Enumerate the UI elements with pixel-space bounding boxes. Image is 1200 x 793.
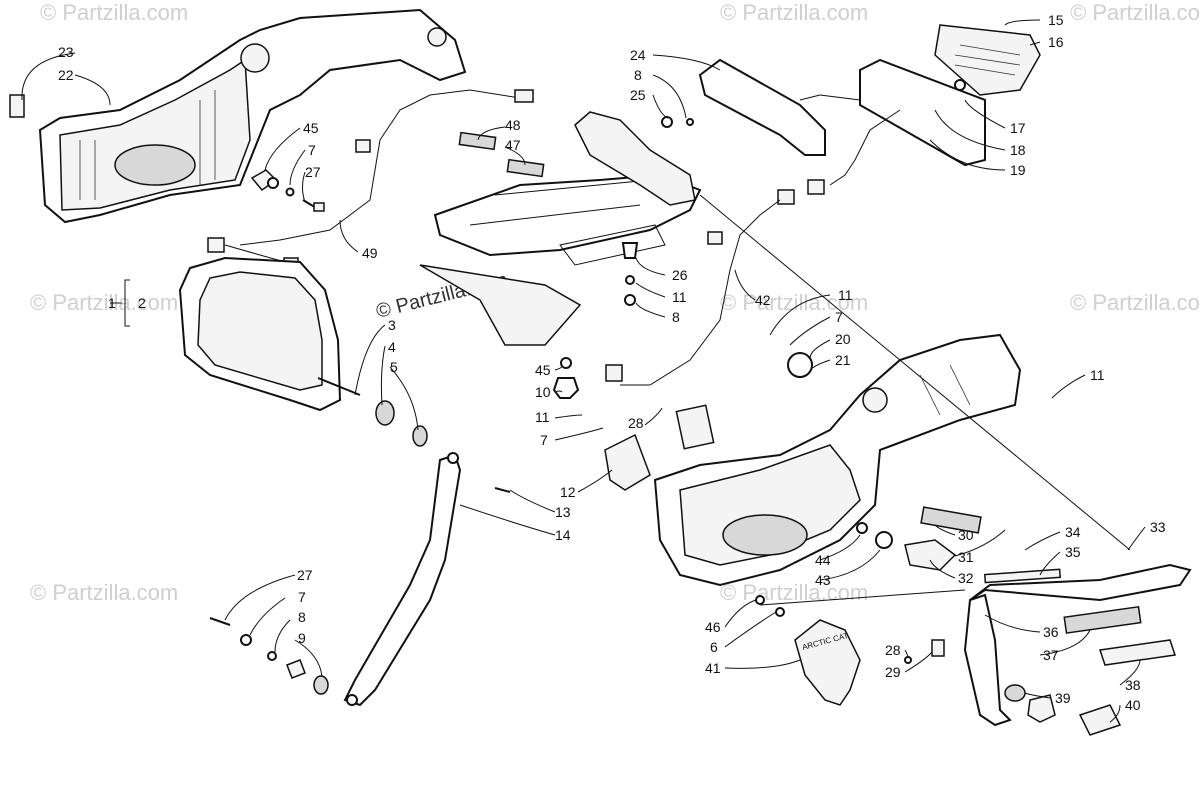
callout-label: 15 <box>1048 12 1064 28</box>
watermark: © Partzilla.com <box>30 290 178 315</box>
callout-label: 11 <box>535 409 550 425</box>
callout-label: 22 <box>58 67 74 83</box>
callout-label: 40 <box>1125 697 1141 713</box>
callout-label: 45 <box>303 120 319 136</box>
watermark: © Partzilla.com <box>720 290 868 315</box>
grab-handle-and-step <box>963 563 1192 736</box>
callout-label: 21 <box>835 352 851 368</box>
taillight-assembly <box>777 24 1041 205</box>
callout-label: 1 <box>108 295 116 311</box>
callout-label: 28 <box>628 415 644 431</box>
callout-label: 24 <box>630 47 646 63</box>
callout-numbers: 23 22 45 7 27 49 24 8 25 48 47 26 11 8 1… <box>58 12 1166 713</box>
callout-label: 34 <box>1065 524 1081 540</box>
callout-label: 7 <box>540 432 548 448</box>
callout-label: 36 <box>1043 624 1059 640</box>
fastener-group-upper-left <box>250 169 325 212</box>
backrest-bracket <box>343 452 511 707</box>
callout-label: 8 <box>634 67 642 83</box>
callout-label: 48 <box>505 117 521 133</box>
callout-label: 18 <box>1010 142 1026 158</box>
callout-label: 11 <box>672 289 687 305</box>
callout-label: 13 <box>555 504 571 520</box>
callout-label: 27 <box>297 567 313 583</box>
arctic-cat-emblem: ARCTIC CAT <box>755 595 945 706</box>
callout-label: 49 <box>362 245 378 261</box>
callout-label: 23 <box>58 44 74 60</box>
callout-label: 8 <box>298 609 306 625</box>
watermark: © Partzilla.com <box>1070 0 1200 25</box>
callout-label: 17 <box>1010 120 1026 136</box>
callout-label: 38 <box>1125 677 1141 693</box>
watermark: © Partzilla.com <box>1070 290 1200 315</box>
callout-label: 35 <box>1065 544 1081 560</box>
callout-label: 43 <box>815 572 831 588</box>
callout-label: 39 <box>1055 690 1071 706</box>
callout-label: 6 <box>710 639 718 655</box>
callout-label: 5 <box>390 359 398 375</box>
callout-label: 37 <box>1043 647 1059 663</box>
watermark: © Partzilla.com <box>720 580 868 605</box>
callout-label: 46 <box>705 619 721 635</box>
callout-label: 4 <box>388 339 396 355</box>
callout-label: 9 <box>298 630 306 646</box>
right-side-panel <box>604 333 1022 587</box>
watermark: © Partzilla.com <box>720 0 868 25</box>
callout-label: 14 <box>555 527 571 543</box>
callout-label: 20 <box>835 331 851 347</box>
callout-label: 30 <box>958 527 974 543</box>
guide-lines <box>699 94 1131 606</box>
callout-label: 45 <box>535 362 551 378</box>
callout-label: 42 <box>755 292 771 308</box>
callout-label: 33 <box>1150 519 1166 535</box>
callout-label: 27 <box>305 164 321 180</box>
fastener-group-center <box>552 242 639 399</box>
callout-label: 3 <box>388 317 396 333</box>
callout-label: 47 <box>505 137 521 153</box>
callout-label: 41 <box>705 660 721 676</box>
fastener-group-lower-left <box>209 617 329 695</box>
callout-label: 2 <box>138 295 146 311</box>
watermark: © Partzilla.com <box>40 0 188 25</box>
callout-label: 31 <box>958 549 974 565</box>
callout-label: 7 <box>308 142 316 158</box>
callout-label: 25 <box>630 87 646 103</box>
backrest-pad <box>178 256 428 447</box>
callout-label: 16 <box>1048 34 1064 50</box>
taillight-wire <box>605 199 781 386</box>
callout-label: 7 <box>835 309 843 325</box>
tail-cushion <box>574 58 826 206</box>
callout-label: 28 <box>885 642 901 658</box>
callout-label: 8 <box>672 309 680 325</box>
callout-label: 29 <box>885 664 901 680</box>
leader-lines <box>21 19 1146 723</box>
callout-label: 26 <box>672 267 688 283</box>
callout-label: 11 <box>1090 367 1105 383</box>
callout-label: 19 <box>1010 162 1026 178</box>
callout-label: 7 <box>298 589 306 605</box>
watermark: © Partzilla.com <box>30 580 178 605</box>
callout-label: 32 <box>958 570 974 586</box>
callout-label: 44 <box>815 552 831 568</box>
callout-label: 11 <box>838 287 853 303</box>
left-side-panel <box>9 8 467 224</box>
rear-rack <box>419 131 702 346</box>
callout-label: 10 <box>535 384 551 400</box>
callout-label: 12 <box>560 484 576 500</box>
